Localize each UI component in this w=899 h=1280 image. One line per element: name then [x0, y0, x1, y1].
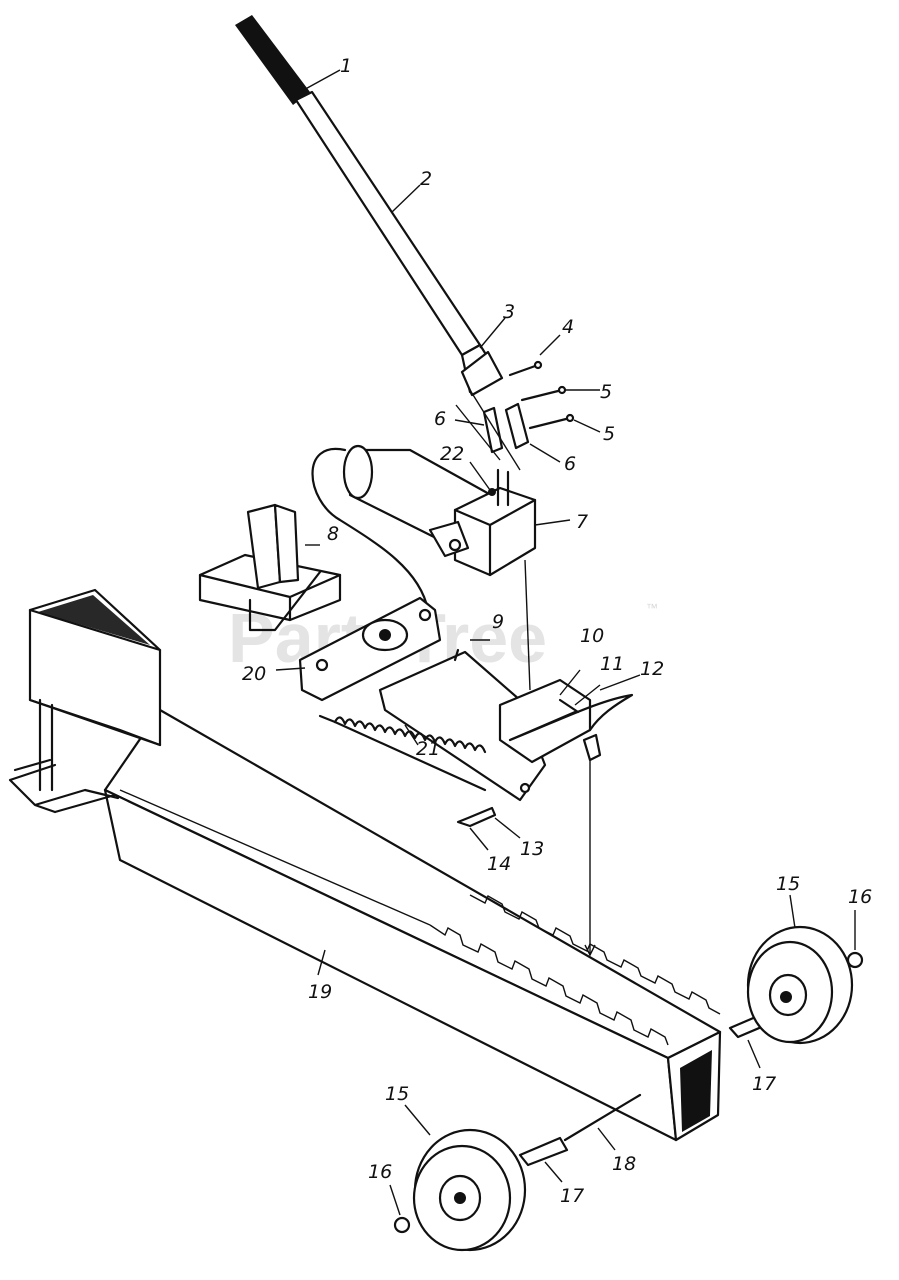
ram-plate-part-20: [298, 596, 442, 702]
bolts: [508, 360, 575, 430]
callout-17b: 17: [560, 1185, 584, 1207]
nut-right-part-16: [846, 951, 864, 969]
links-part-6: [482, 402, 530, 454]
callout-10: 10: [580, 625, 604, 647]
callout-12: 12: [640, 658, 664, 680]
latch: [582, 733, 602, 762]
nut-left-part-16: [393, 1216, 411, 1234]
callout-11: 11: [600, 653, 624, 675]
callout-21: 21: [416, 738, 440, 760]
rear-handle: [8, 758, 120, 814]
callout-5a: 5: [600, 381, 612, 403]
bolt-part-14: [456, 806, 497, 828]
watermark-trademark: ™: [646, 601, 658, 615]
wedge: [28, 588, 162, 792]
callout-3: 3: [503, 301, 515, 323]
callout-22: 22: [440, 443, 464, 465]
callout-17a: 17: [752, 1073, 776, 1095]
callout-16b: 16: [368, 1161, 392, 1183]
wheel-left-part-15: [412, 1128, 527, 1252]
callout-16a: 16: [848, 886, 872, 908]
pump-cylinder: [342, 444, 537, 577]
callout-9: 9: [492, 611, 504, 633]
wheel-right-part-15: [746, 925, 854, 1045]
callout-6a: 6: [434, 408, 446, 430]
beam-part-19: [103, 708, 722, 1142]
bracket-part-10: [378, 648, 592, 802]
leader-lines: [275, 69, 856, 1216]
release-lever-part-12: [508, 693, 634, 742]
callout-6b: 6: [564, 453, 576, 475]
callout-14: 14: [487, 853, 511, 875]
callout-2: 2: [420, 168, 432, 190]
assembly-lines: [455, 389, 596, 957]
callout-20: 20: [242, 663, 266, 685]
callout-1: 1: [340, 55, 352, 77]
callout-8: 8: [327, 523, 339, 545]
callout-15b: 15: [385, 1083, 409, 1105]
hydraulic-hose: [311, 447, 430, 612]
callout-15a: 15: [776, 873, 800, 895]
callout-7: 7: [576, 511, 588, 533]
callout-19: 19: [308, 981, 332, 1003]
callout-18: 18: [612, 1153, 636, 1175]
callout-5b: 5: [603, 423, 615, 445]
callout-numbers: 1 2 3 4 5 5 6 6 7 8 9 10 11 12 13 14 15 …: [242, 55, 872, 1207]
pusher-foot-part-8: [198, 503, 342, 632]
pump-handle: [235, 15, 504, 397]
callout-13: 13: [520, 838, 544, 860]
callout-4: 4: [562, 316, 574, 338]
screw-part-11: [558, 698, 580, 714]
